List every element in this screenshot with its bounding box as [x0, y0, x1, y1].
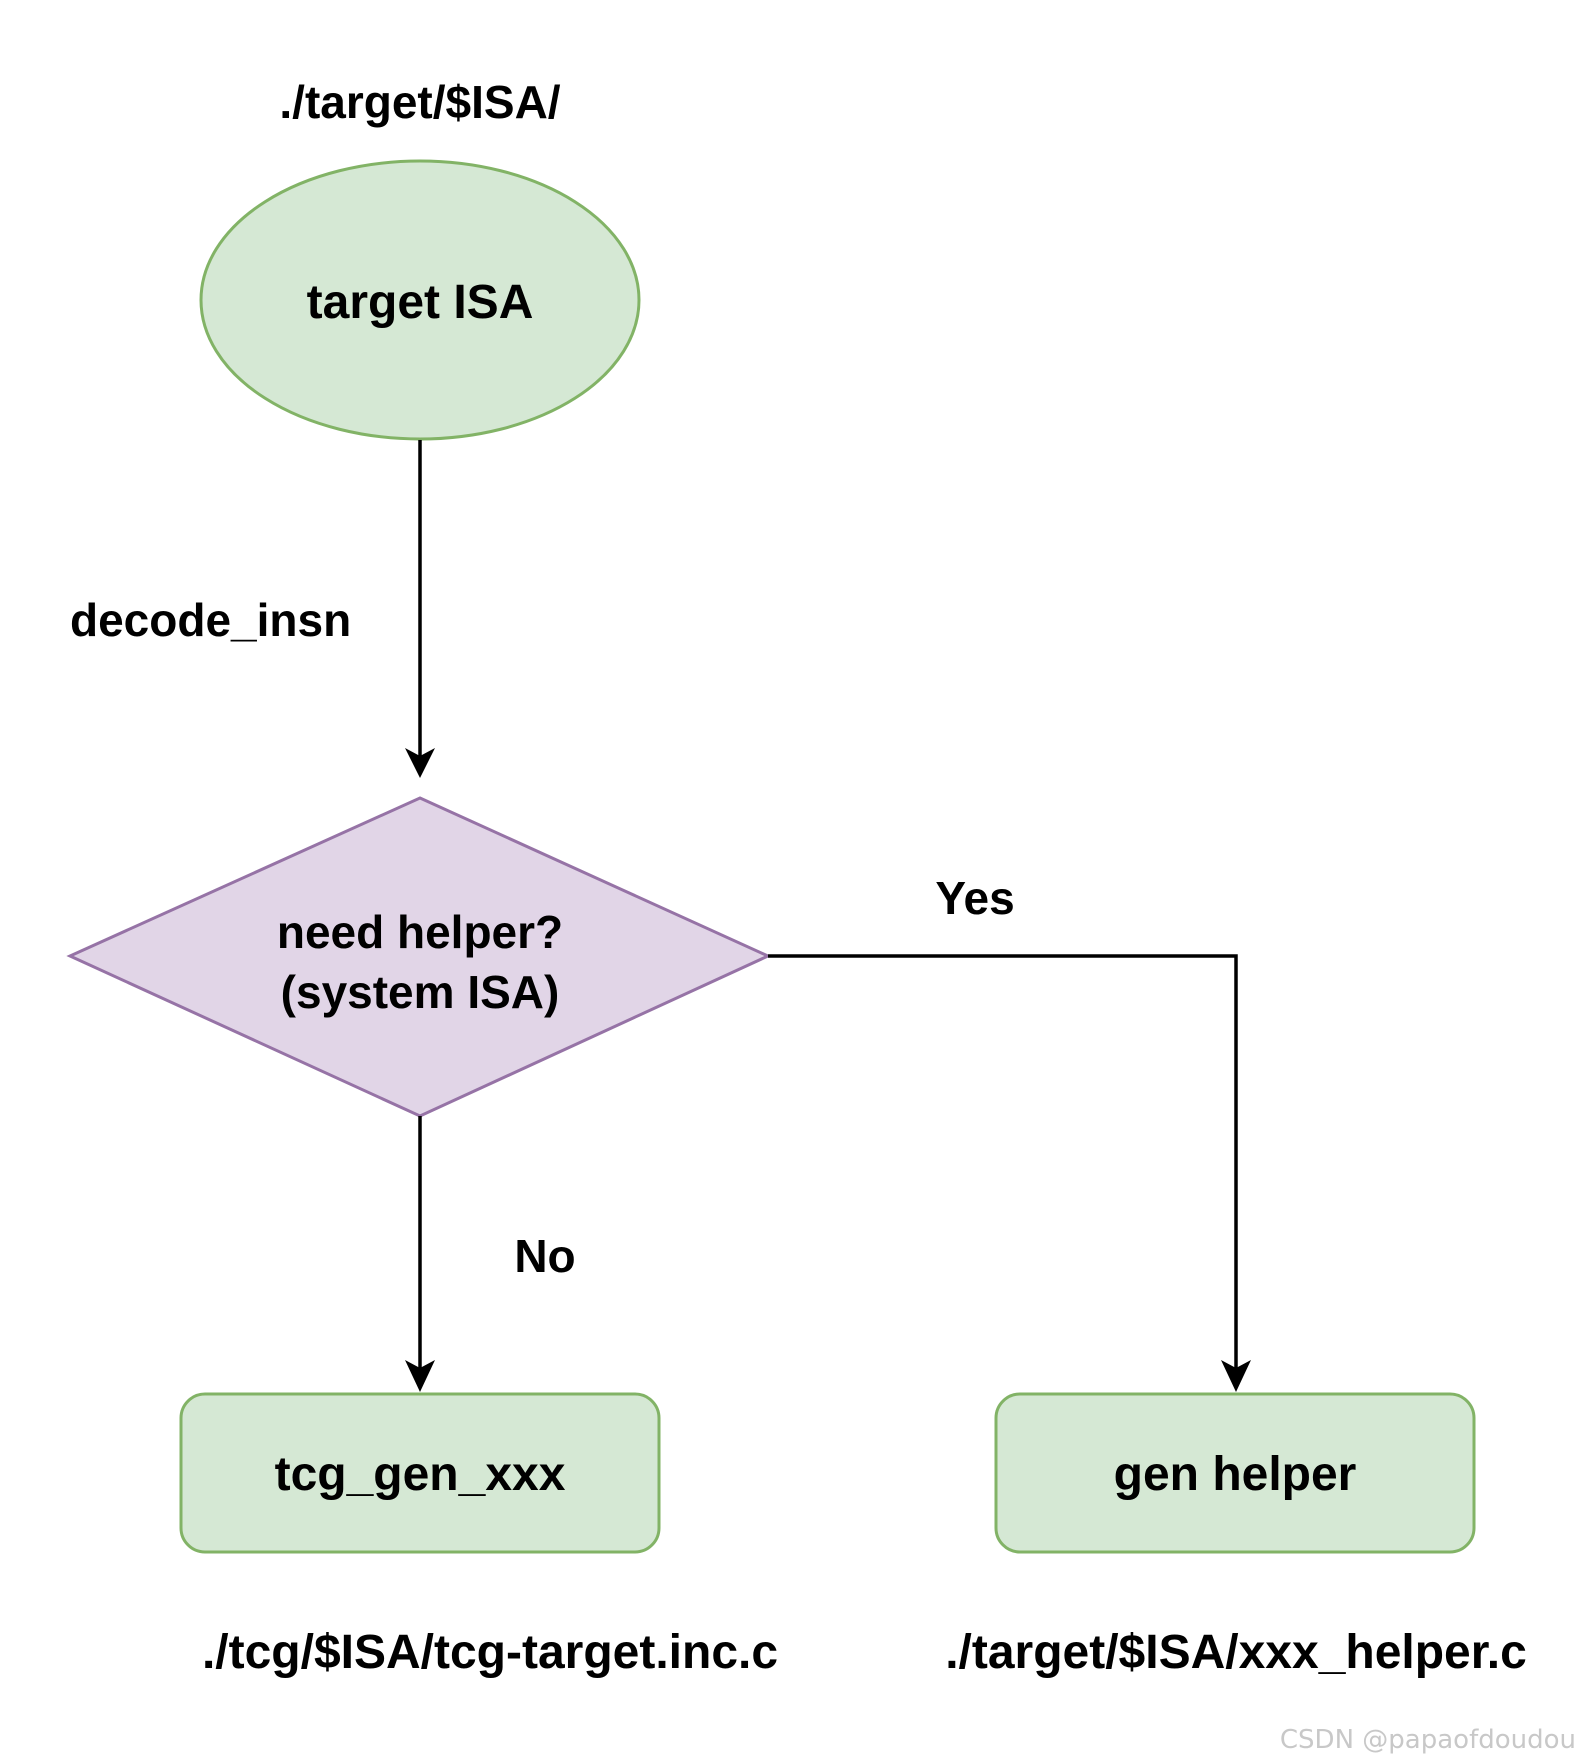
- tcg-node-shape: [179, 1392, 661, 1554]
- helper-node-shape: [994, 1392, 1476, 1554]
- target-path-label: ./target/$ISA/: [279, 76, 560, 128]
- edge-yes-label: Yes: [935, 872, 1014, 924]
- start-node-shape: [199, 159, 641, 441]
- decision-label-line1: need helper?: [277, 906, 563, 958]
- watermark-text: CSDN @papaofdoudou: [1280, 1725, 1576, 1755]
- edge-yes-arrowhead: [1221, 1360, 1251, 1392]
- tcg-path-label: ./tcg/$ISA/tcg-target.inc.c: [202, 1626, 778, 1679]
- edge-no-arrowhead: [405, 1360, 435, 1392]
- edge-yes-arrow: [768, 954, 1238, 1368]
- edge-decode-label: decode_insn: [70, 594, 351, 646]
- tcg-node-label: tcg_gen_xxx: [275, 1448, 566, 1501]
- helper-node-label: gen helper: [1114, 1448, 1357, 1501]
- edge-no-label: No: [514, 1230, 575, 1282]
- start-node-label: target ISA: [307, 276, 534, 329]
- decision-label-line2: (system ISA): [281, 966, 560, 1018]
- edge-decode-arrowhead: [405, 748, 435, 778]
- helper-path-label: ./target/$ISA/xxx_helper.c: [945, 1626, 1527, 1679]
